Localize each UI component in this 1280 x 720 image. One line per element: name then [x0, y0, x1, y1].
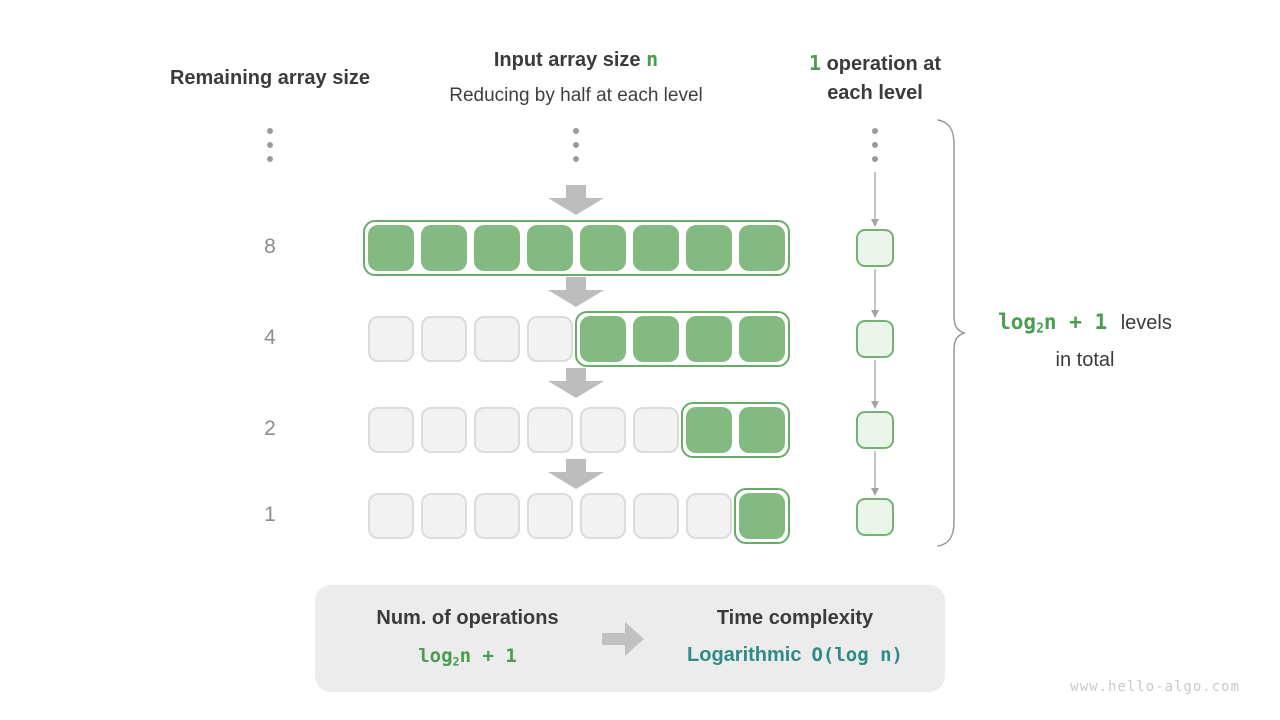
header-input-array-size-text: Input array size: [493, 49, 647, 71]
time-complexity-title: Time complexity: [716, 607, 874, 629]
header-input-array-subtitle: Reducing by half at each level: [449, 85, 703, 106]
flow-arrow-icon: [869, 360, 881, 409]
header-operations-per-level: 1 operation at each level: [790, 49, 960, 108]
active-window-outline: [575, 311, 790, 367]
array-cell-inactive: [421, 316, 467, 362]
time-complexity-value: Logarithmic O(log n): [645, 644, 945, 667]
array-cell-active: [633, 225, 679, 271]
ellipsis-dot: [267, 128, 273, 134]
ellipsis-dot: [872, 142, 878, 148]
operation-box: [856, 229, 894, 267]
curly-brace: [934, 118, 968, 548]
array-cell-active: [421, 225, 467, 271]
array-cell-inactive: [527, 316, 573, 362]
watermark: www.hello-algo.com: [1070, 679, 1240, 695]
row-label: 8: [264, 235, 276, 258]
levels-word: levels: [1120, 312, 1172, 334]
ellipsis-dot: [267, 142, 273, 148]
row-label: 1: [264, 503, 276, 526]
array-cell-active: [739, 316, 785, 362]
operation-count-text: operation at each level: [821, 53, 942, 104]
down-arrow-icon: [548, 185, 604, 215]
levels-formula-sub: 2: [1036, 321, 1044, 337]
array-cell-inactive: [368, 493, 414, 539]
active-window-outline: [363, 220, 790, 276]
operations-count-title: Num. of operations: [376, 607, 559, 629]
down-arrow-icon: [548, 368, 604, 398]
array-cell-inactive: [368, 407, 414, 453]
array-cell-inactive: [633, 407, 679, 453]
array-cell-active: [580, 316, 626, 362]
array-cell-active: [368, 225, 414, 271]
row-label: 2: [264, 417, 276, 440]
operation-count-number: 1: [808, 51, 822, 75]
array-cell-inactive: [474, 316, 520, 362]
array-cell-inactive: [686, 493, 732, 539]
summary-formula-rest: n + 1: [459, 645, 517, 667]
operation-box: [856, 320, 894, 358]
row-label: 4: [264, 326, 276, 349]
array-cell-inactive: [474, 493, 520, 539]
array-cell-inactive: [421, 493, 467, 539]
array-cell-active: [527, 225, 573, 271]
array-cell-inactive: [580, 407, 626, 453]
active-window-outline: [734, 488, 790, 544]
array-cell-active: [686, 316, 732, 362]
array-cell-active: [739, 225, 785, 271]
operation-box: [856, 498, 894, 536]
header-input-array-size: Input array size n: [426, 45, 726, 75]
array-cell-inactive: [580, 493, 626, 539]
array-cell-inactive: [527, 407, 573, 453]
ellipsis-dot: [573, 142, 579, 148]
array-cell-active: [580, 225, 626, 271]
ellipsis-dot: [267, 156, 273, 162]
input-size-variable-n: n: [646, 47, 659, 71]
summary-formula-log: log: [418, 645, 453, 667]
flow-arrow-icon: [869, 172, 881, 227]
array-cell-active: [739, 493, 785, 539]
array-cell-active: [739, 407, 785, 453]
summary-formula-sub: 2: [452, 654, 460, 669]
ellipsis-dot: [573, 156, 579, 162]
ellipsis-dot: [872, 156, 878, 162]
array-cell-active: [686, 225, 732, 271]
array-cell-inactive: [368, 316, 414, 362]
remaining-size-ellipsis: [267, 128, 273, 162]
operations-count-formula: log2n + 1: [340, 645, 595, 668]
array-cell-inactive: [421, 407, 467, 453]
levels-total-label: log2n + 1 levels in total: [960, 307, 1210, 375]
array-column-ellipsis: [573, 128, 579, 162]
array-cell-inactive: [474, 407, 520, 453]
flow-arrow-icon: [869, 269, 881, 318]
array-cell-active: [686, 407, 732, 453]
array-cell-active: [633, 316, 679, 362]
array-cell-active: [474, 225, 520, 271]
levels-total-line2: in total: [1055, 348, 1115, 371]
levels-formula-log: log: [998, 310, 1037, 334]
header-remaining-array-size: Remaining array size: [169, 67, 371, 89]
ellipsis-dot: [573, 128, 579, 134]
complexity-big-o: O(log n): [811, 644, 903, 666]
implies-arrow-icon: [602, 622, 644, 656]
operation-box: [856, 411, 894, 449]
summary-card: Num. of operations log2n + 1 Time comple…: [315, 585, 945, 692]
ellipsis-dot: [872, 128, 878, 134]
complexity-name: Logarithmic: [687, 644, 802, 666]
levels-formula-rest: n + 1: [1043, 310, 1108, 334]
flow-arrow-icon: [869, 451, 881, 496]
array-cell-inactive: [633, 493, 679, 539]
operation-column-ellipsis: [872, 128, 878, 162]
down-arrow-icon: [548, 277, 604, 307]
down-arrow-icon: [548, 459, 604, 489]
array-cell-inactive: [527, 493, 573, 539]
active-window-outline: [681, 402, 790, 458]
